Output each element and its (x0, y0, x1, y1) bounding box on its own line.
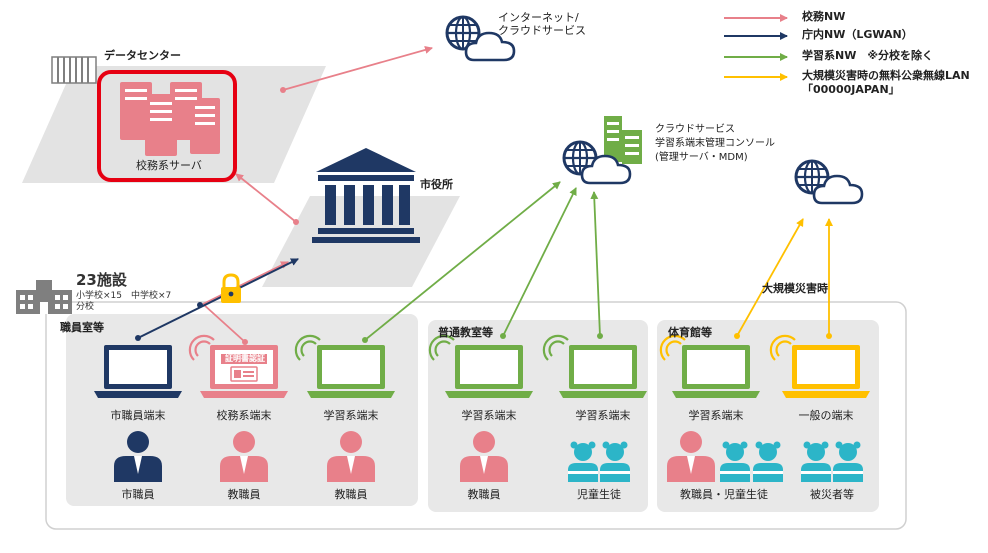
facilities-title: 23施設 (76, 271, 127, 289)
school-server-label: 校務系サーバ (136, 159, 202, 172)
legend-label-school-nw: 校務NW (802, 10, 846, 23)
mdm-server-icon (604, 116, 642, 164)
city-hall-icon (312, 148, 420, 243)
school-server-highlight (97, 70, 237, 182)
city-hall-label: 市役所 (420, 178, 453, 191)
person-label: 児童生徒 (577, 488, 621, 501)
datacenter-icon (51, 56, 97, 84)
certificate-label: 証明書認証 (225, 354, 265, 363)
device-label: 一般の端末 (798, 409, 854, 422)
device-label: 市職員端末 (110, 409, 166, 422)
lock-icon (221, 273, 241, 303)
internet-label-line2: クラウドサービス (498, 24, 586, 37)
connection-lines (135, 46, 833, 345)
person-label: 教職員 (467, 488, 501, 501)
device-label: 学習系端末 (461, 409, 517, 422)
person-label: 教職員 (227, 488, 261, 501)
wifi-cloud-globe-icon (794, 159, 864, 205)
mdm-label-line3: (管理サーバ・MDM) (655, 152, 748, 163)
datacenter-title: データセンター (104, 49, 181, 62)
gym-title: 体育館等 (668, 326, 712, 339)
device-label: 学習系端末 (575, 409, 631, 422)
legend-label-lgwan: 庁内NW（LGWAN） (802, 28, 913, 41)
facilities-line2: 分校 (76, 302, 95, 312)
disaster-label: 大規模災害時 (762, 282, 828, 295)
school-building-icon (16, 280, 72, 314)
person-label: 教職員・児童生徒 (680, 488, 768, 501)
school-server-icon (120, 82, 220, 156)
legend-label-disaster-wifi-ssid: 「00000JAPAN」 (802, 83, 900, 96)
person-label: 教職員 (334, 488, 368, 501)
person-label: 被災者等 (810, 488, 854, 501)
classroom-title: 普通教室等 (438, 326, 493, 339)
legend-label-disaster-wifi: 大規模災害時の無料公衆無線LAN (802, 69, 970, 82)
internet-label-line1: インターネット/ (498, 11, 579, 24)
device-label: 学習系端末 (688, 409, 744, 422)
mdm-label-line1: クラウドサービス (655, 124, 735, 135)
staff-room-title: 職員室等 (60, 321, 104, 334)
certificate-card-icon (221, 354, 267, 382)
legend-lines (724, 14, 788, 81)
facilities-line1: 小学校×15 中学校×7 (76, 291, 172, 301)
mdm-label-line2: 学習系端末管理コンソール (655, 138, 775, 149)
device-label: 校務系端末 (216, 409, 272, 422)
person-label: 市職員 (121, 488, 155, 501)
device-label: 学習系端末 (323, 409, 379, 422)
legend-label-learning-nw: 学習系NW ※分校を除く (802, 49, 934, 62)
